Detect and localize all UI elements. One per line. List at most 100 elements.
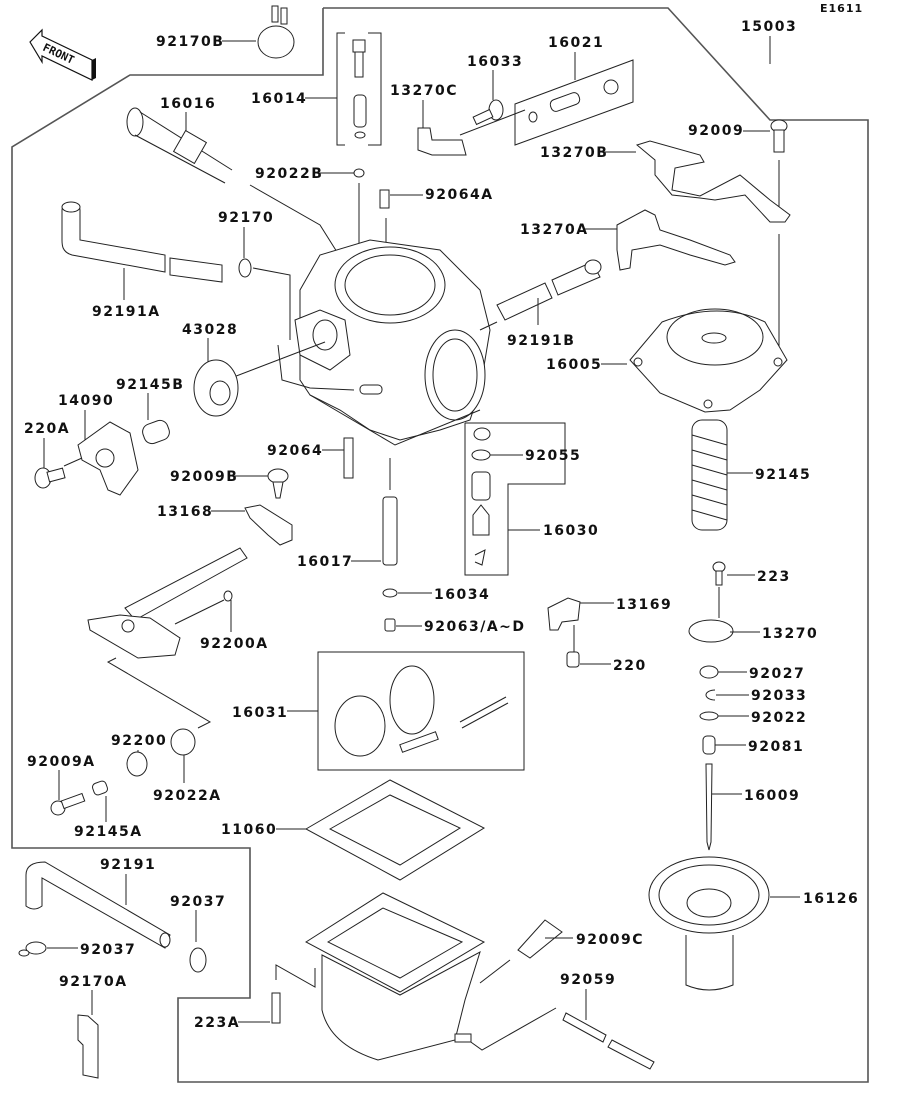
label-16034[interactable]: 16034: [434, 587, 490, 603]
label-92037-a[interactable]: 92037: [170, 894, 226, 910]
spring-92145A-icon: [91, 780, 109, 796]
screw-92009A-icon: [50, 792, 86, 816]
bracket-13168-icon: [244, 504, 293, 546]
assembly-boundary: [11, 7, 869, 1083]
throttle-shaft-icon: [87, 547, 248, 659]
hose-92191A-icon: [61, 201, 223, 283]
label-14090[interactable]: 14090: [58, 393, 114, 409]
bracket-13270C-icon: [417, 127, 467, 156]
washer-92022-icon: [699, 711, 719, 721]
spring-92081-icon: [702, 735, 716, 755]
label-13168[interactable]: 13168: [157, 504, 213, 520]
label-92009[interactable]: 92009: [688, 123, 744, 139]
spring-92145-icon: [691, 419, 728, 531]
throttle-valve-16031-icon: [334, 665, 509, 757]
lever-13270A-icon: [616, 209, 736, 271]
label-92059[interactable]: 92059: [560, 972, 616, 988]
label-16014[interactable]: 16014: [251, 91, 307, 107]
holder-92170A-icon: [77, 1014, 99, 1079]
bracket-13169-icon: [547, 597, 581, 631]
plate-13270-icon: [688, 619, 734, 643]
hose-92191B-icon: [496, 259, 602, 321]
label-92191B[interactable]: 92191B: [507, 333, 575, 349]
label-92170A[interactable]: 92170A: [59, 974, 128, 990]
label-13270B[interactable]: 13270B: [540, 145, 608, 161]
washer-92022B-icon: [353, 168, 365, 178]
label-92170B[interactable]: 92170B: [156, 34, 224, 50]
pilot-screw-icon: [352, 39, 367, 139]
label-13270[interactable]: 13270: [762, 626, 818, 642]
drain-nipple-icon: [454, 1033, 472, 1043]
label-92081[interactable]: 92081: [748, 739, 804, 755]
label-223A[interactable]: 223A: [194, 1015, 240, 1031]
label-220A[interactable]: 220A: [24, 421, 70, 437]
label-16126[interactable]: 16126: [803, 891, 859, 907]
label-92191A[interactable]: 92191A: [92, 304, 161, 320]
label-16005[interactable]: 16005: [546, 357, 602, 373]
screw-16033-icon: [472, 99, 504, 126]
label-92037-b[interactable]: 92037: [80, 942, 136, 958]
label-92033[interactable]: 92033: [751, 688, 807, 704]
label-16009[interactable]: 16009: [744, 788, 800, 804]
label-16033[interactable]: 16033: [467, 54, 523, 70]
label-92200A[interactable]: 92200A: [200, 636, 269, 652]
label-92022B[interactable]: 92022B: [255, 166, 323, 182]
screw-223-icon: [712, 561, 726, 586]
label-13270C[interactable]: 13270C: [390, 83, 458, 99]
label-13169[interactable]: 13169: [616, 597, 672, 613]
label-92200[interactable]: 92200: [111, 733, 167, 749]
label-223[interactable]: 223: [757, 569, 791, 585]
label-92022[interactable]: 92022: [751, 710, 807, 726]
screw-220A-icon: [34, 467, 66, 489]
label-92022A[interactable]: 92022A: [153, 788, 222, 804]
spring-92145B-icon: [142, 419, 170, 445]
label-92145A[interactable]: 92145A: [74, 824, 143, 840]
screw-220-icon: [566, 651, 580, 668]
label-16016[interactable]: 16016: [160, 96, 216, 112]
clamp-92037-b-icon: [18, 941, 47, 957]
screw-223A-icon: [271, 992, 281, 1024]
label-92055[interactable]: 92055: [525, 448, 581, 464]
front-arrow-icon: FRONT: [29, 28, 96, 81]
label-92191[interactable]: 92191: [100, 857, 156, 873]
label-16031[interactable]: 16031: [232, 705, 288, 721]
label-13270A[interactable]: 13270A: [520, 222, 589, 238]
screw-92009-icon: [770, 119, 788, 153]
float-valve-set-icon: [471, 427, 491, 566]
label-16017[interactable]: 16017: [297, 554, 353, 570]
needle-jet-16017-icon: [382, 496, 398, 566]
label-92170[interactable]: 92170: [218, 210, 274, 226]
label-92064[interactable]: 92064: [267, 443, 323, 459]
label-43028[interactable]: 43028: [182, 322, 238, 338]
cap-92170B-icon: [257, 5, 295, 59]
washer-92200A-icon: [223, 590, 233, 602]
washer-16034-icon: [382, 588, 398, 598]
diaphragm-43028-icon: [193, 359, 239, 417]
top-cover-16005-icon: [629, 308, 788, 413]
label-92009B[interactable]: 92009B: [170, 469, 238, 485]
washer-92200-icon: [126, 751, 148, 777]
label-15003[interactable]: 15003: [741, 19, 797, 35]
label-92009A[interactable]: 92009A: [27, 754, 96, 770]
label-92063[interactable]: 92063/A~D: [424, 619, 526, 635]
label-16021[interactable]: 16021: [548, 35, 604, 51]
label-92009C[interactable]: 92009C: [576, 932, 644, 948]
label-92145B[interactable]: 92145B: [116, 377, 184, 393]
idle-screw-set-icon: [528, 79, 619, 123]
label-92145[interactable]: 92145: [755, 467, 811, 483]
collar-92027-icon: [699, 665, 719, 679]
jet-needle-16009-icon: [705, 763, 713, 851]
hose-92191-icon: [25, 861, 171, 949]
clamp-92037-a-icon: [189, 947, 207, 973]
gasket-11060-icon: [304, 779, 486, 881]
label-11060[interactable]: 11060: [221, 822, 277, 838]
jet-92064-icon: [343, 437, 354, 479]
label-92064A[interactable]: 92064A: [425, 187, 494, 203]
label-92027[interactable]: 92027: [749, 666, 805, 682]
diaphragm-16126-icon: [648, 856, 770, 991]
diagram-code: E1611: [820, 2, 863, 15]
label-16030[interactable]: 16030: [543, 523, 599, 539]
label-220[interactable]: 220: [613, 658, 647, 674]
